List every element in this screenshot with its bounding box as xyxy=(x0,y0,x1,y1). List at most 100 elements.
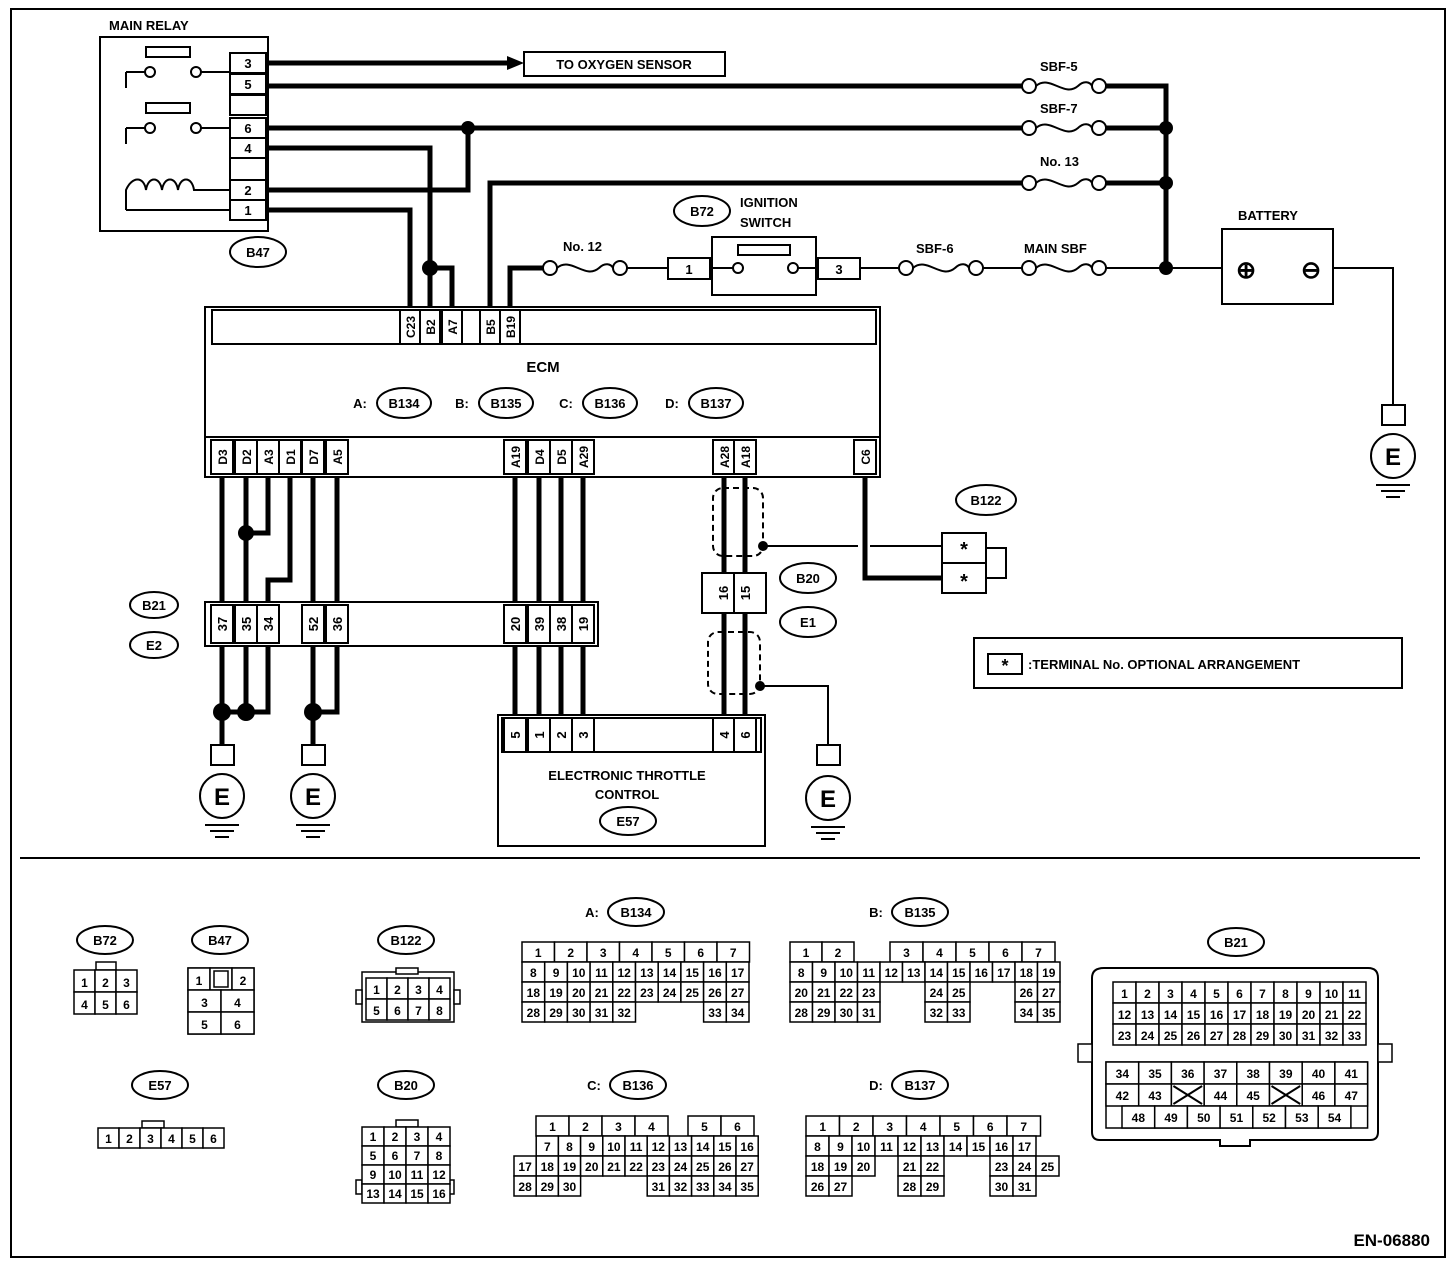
view-label-E57: E57 xyxy=(148,1078,171,1093)
etc-pin-3: 3 xyxy=(576,731,591,738)
b20-pin-15: 15 xyxy=(738,586,753,600)
c-cell-13: 13 xyxy=(674,1140,688,1154)
b21v-cell-14: 14 xyxy=(1164,1008,1178,1022)
b21v-cell-37: 37 xyxy=(1214,1067,1228,1081)
etc-label-1: ELECTRONIC THROTTLE xyxy=(548,768,706,783)
b21v-cell-12: 12 xyxy=(1118,1008,1132,1022)
b21-pin-39: 39 xyxy=(532,617,547,631)
b122-cell-1: 1 xyxy=(373,983,380,997)
b21v-cell-7: 7 xyxy=(1259,987,1266,1001)
d-cell-4: 4 xyxy=(920,1120,927,1134)
b72-cell-4: 4 xyxy=(81,998,88,1012)
b20-cell-13: 13 xyxy=(366,1187,380,1201)
b21-pin-36: 36 xyxy=(330,617,345,631)
b-cell-14: 14 xyxy=(930,966,944,980)
b21v-cell-22: 22 xyxy=(1348,1008,1362,1022)
d-cell-12: 12 xyxy=(903,1140,917,1154)
d-cell-11: 11 xyxy=(880,1140,893,1154)
d-cell-2: 2 xyxy=(853,1120,860,1134)
relay-pin-3: 3 xyxy=(244,56,251,71)
b-cell-29: 29 xyxy=(817,1006,831,1020)
a-cell-26: 26 xyxy=(708,986,722,1000)
a-cell-24: 24 xyxy=(663,986,677,1000)
c-cell-3: 3 xyxy=(615,1120,622,1134)
etc-pin-6: 6 xyxy=(738,731,753,738)
b-cell-10: 10 xyxy=(840,966,854,980)
b-cell-4: 4 xyxy=(936,946,943,960)
b72-cell-1: 1 xyxy=(81,976,88,990)
b-cell-25: 25 xyxy=(952,986,966,1000)
d-cell-9: 9 xyxy=(837,1140,844,1154)
b-cell-19: 19 xyxy=(1042,966,1056,980)
main-relay-title: MAIN RELAY xyxy=(109,18,189,33)
d-cell-14: 14 xyxy=(949,1140,963,1154)
fuse-no13-label: No. 13 xyxy=(1040,154,1079,169)
view-label-B21: B21 xyxy=(1224,935,1248,950)
d-cell-1: 1 xyxy=(819,1120,826,1134)
c-cell-23: 23 xyxy=(652,1160,666,1174)
fuse-main-sbf-label: MAIN SBF xyxy=(1024,241,1087,256)
view-label-B47: B47 xyxy=(208,933,232,948)
b122-connector-oval xyxy=(955,484,1017,516)
c-cell-30: 30 xyxy=(563,1180,577,1194)
c-cell-24: 24 xyxy=(674,1160,688,1174)
b21v-cell-31: 31 xyxy=(1302,1029,1316,1043)
b122-connector-label: B122 xyxy=(970,493,1001,508)
relay-pin-2: 2 xyxy=(244,183,251,198)
b21v-cell-47: 47 xyxy=(1345,1089,1359,1103)
b21v-cell-8: 8 xyxy=(1282,987,1289,1001)
c-cell-5: 5 xyxy=(701,1120,708,1134)
battery: BATTERY ⊕ ⊖ xyxy=(1221,208,1394,405)
a-cell-34: 34 xyxy=(731,1006,745,1020)
e57-cell-2: 2 xyxy=(126,1132,133,1146)
ecm-pin-A29: A29 xyxy=(577,446,591,468)
ignition-switch-body xyxy=(711,236,817,296)
b21-pin-34: 34 xyxy=(261,616,276,631)
b47-cell-6: 6 xyxy=(234,1018,241,1032)
footer-code: EN-06880 xyxy=(1353,1231,1430,1250)
c-cell-26: 26 xyxy=(718,1160,732,1174)
relay-pin-4: 4 xyxy=(244,141,252,156)
b21v-cell-1: 1 xyxy=(1121,987,1128,1001)
relay-pin-box xyxy=(229,157,267,181)
c-cell-14: 14 xyxy=(696,1140,710,1154)
c-cell-7: 7 xyxy=(544,1140,551,1154)
b-cell-13: 13 xyxy=(907,966,921,980)
b21v-cell-5: 5 xyxy=(1213,987,1220,1001)
a-cell-10: 10 xyxy=(572,966,586,980)
view-label-B135: B135 xyxy=(904,905,935,920)
b-cell-18: 18 xyxy=(1020,966,1034,980)
e2-connector-label: E2 xyxy=(146,638,162,653)
b21v-cell-38: 38 xyxy=(1246,1067,1260,1081)
b47-connector-label: B47 xyxy=(246,245,270,260)
b-cell-20: 20 xyxy=(795,986,809,1000)
b21v-cell-26: 26 xyxy=(1187,1029,1201,1043)
b21v-cell-11: 11 xyxy=(1348,987,1361,1001)
a-cell-19: 19 xyxy=(549,986,563,1000)
ecm-pin-D2: D2 xyxy=(240,449,254,465)
ecm-pin-A5: A5 xyxy=(331,449,345,465)
b20-cell-12: 12 xyxy=(432,1168,446,1182)
ground-battery-label: E xyxy=(1385,444,1401,471)
etc-pin-4: 4 xyxy=(717,731,732,739)
d-cell-21: 21 xyxy=(903,1160,917,1174)
b21-pin-35: 35 xyxy=(239,617,254,631)
oxygen-sensor-box xyxy=(523,51,726,77)
a-cell-6: 6 xyxy=(697,946,704,960)
b21-connector-label: B21 xyxy=(142,598,166,613)
b20-cell-6: 6 xyxy=(392,1149,399,1163)
a-cell-30: 30 xyxy=(572,1006,586,1020)
b47-cell-1: 1 xyxy=(196,974,203,988)
b20-cell-9: 9 xyxy=(370,1168,377,1182)
relay-pin-box xyxy=(229,199,267,221)
d-cell-7: 7 xyxy=(1020,1120,1027,1134)
c-cell-9: 9 xyxy=(588,1140,595,1154)
a-cell-29: 29 xyxy=(549,1006,563,1020)
c-cell-8: 8 xyxy=(566,1140,573,1154)
view-prefix: B: xyxy=(869,905,883,920)
b21v-cell-41: 41 xyxy=(1345,1067,1359,1081)
